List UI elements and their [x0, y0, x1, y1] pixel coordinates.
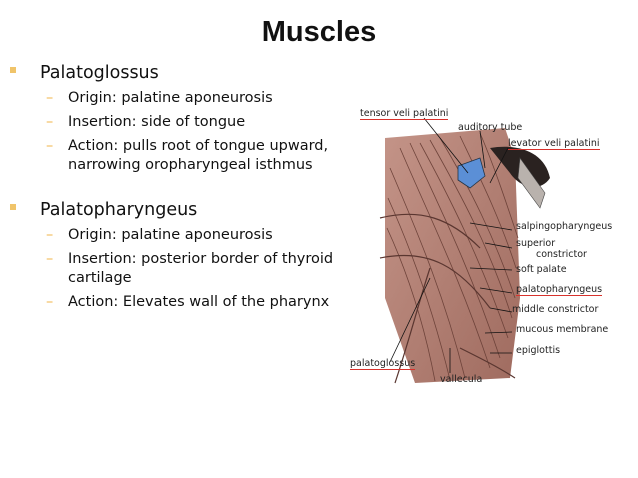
- sub-bullet: – Insertion: posterior border of thyroid…: [46, 250, 338, 288]
- bullet-heading: Palatoglossus: [40, 63, 159, 83]
- bullet-marker: [10, 204, 16, 210]
- sub-bullet-text: Insertion: posterior border of thyroid c…: [68, 251, 334, 286]
- highlight-region: [457, 157, 486, 189]
- bullet-palatopharyngeus: Palatopharyngeus: [10, 199, 340, 221]
- label-soft-palate: soft palate: [516, 264, 567, 275]
- dash-marker: –: [46, 138, 54, 154]
- label-palatopharyngeus: palatopharyngeus: [516, 284, 603, 296]
- label-levator-veli-palatini: levator veli palatini: [508, 138, 600, 150]
- label-constrictor: constrictor: [536, 249, 587, 260]
- sub-bullet-text: Action: Elevates wall of the pharynx: [68, 294, 330, 310]
- label-palatoglossus: palatoglossus: [350, 358, 416, 370]
- label-salpingopharyngeus: salpingopharyngeus: [516, 221, 613, 232]
- bullet-palatoglossus: Palatoglossus: [10, 62, 340, 84]
- dash-marker: –: [46, 90, 54, 106]
- anatomy-illustration: tensor veli palatini auditory tube levat…: [340, 98, 630, 398]
- bullet-list: Palatoglossus – Origin: palatine aponeur…: [0, 62, 340, 312]
- slide-title: Muscles: [261, 16, 377, 48]
- sub-bullet: – Action: Elevates wall of the pharynx: [46, 293, 338, 312]
- dash-marker: –: [46, 114, 54, 130]
- sub-bullet: – Origin: palatine aponeurosis: [46, 226, 338, 245]
- sub-bullet-text: Insertion: side of tongue: [68, 114, 246, 130]
- structure-outlines: [379, 213, 516, 384]
- speckled-area: [517, 157, 546, 209]
- dash-marker: –: [46, 251, 54, 267]
- sub-bullet: – Origin: palatine aponeurosis: [46, 89, 338, 108]
- sub-bullet-text: Action: pulls root of tongue upward, nar…: [68, 138, 329, 173]
- label-middle-constrictor: middle constrictor: [512, 304, 599, 315]
- label-superior: superior: [516, 238, 556, 249]
- bullet-marker: [10, 67, 16, 73]
- sub-bullet: – Action: pulls root of tongue upward, n…: [46, 137, 338, 175]
- dash-marker: –: [46, 294, 54, 310]
- label-epiglottis: epiglottis: [516, 345, 561, 356]
- sub-bullet: – Insertion: side of tongue: [46, 113, 338, 132]
- sub-bullet-text: Origin: palatine aponeurosis: [68, 227, 273, 243]
- label-auditory-tube: auditory tube: [458, 122, 523, 133]
- bullet-heading: Palatopharyngeus: [40, 200, 198, 220]
- sub-bullet-text: Origin: palatine aponeurosis: [68, 90, 273, 106]
- dash-marker: –: [46, 227, 54, 243]
- label-vallecula: vallecula: [440, 374, 483, 385]
- label-tensor-veli-palatini: tensor veli palatini: [360, 108, 449, 120]
- label-mucous-membrane: mucous membrane: [516, 324, 609, 335]
- leader-lines: [389, 117, 513, 373]
- pharynx-muscles-drawing: [379, 117, 550, 384]
